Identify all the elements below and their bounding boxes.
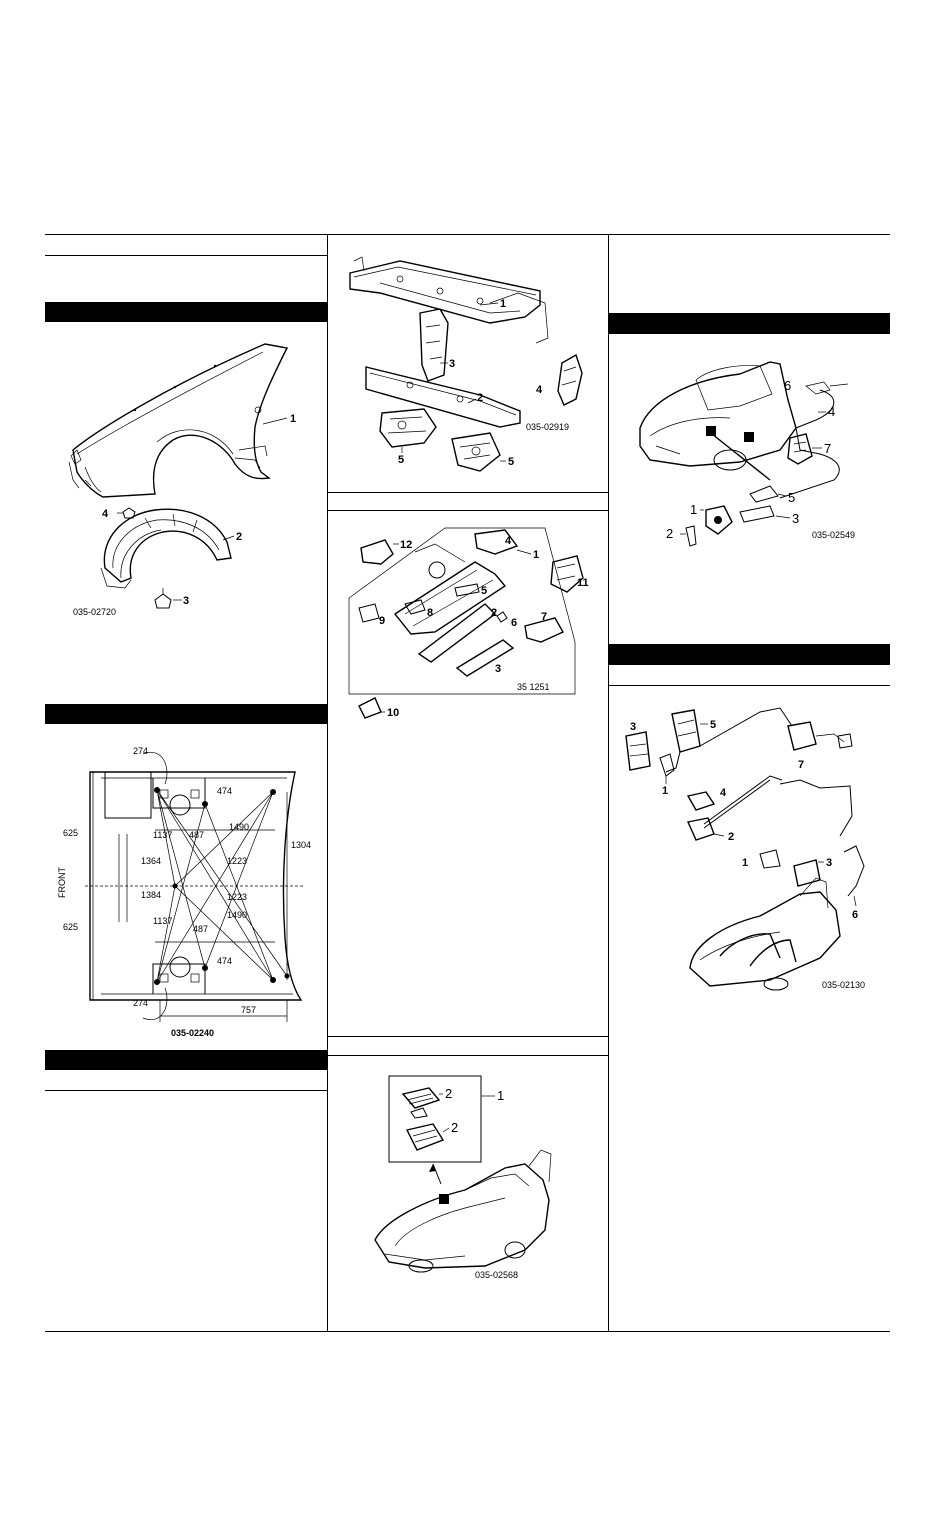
column-divider-left [327,234,328,1332]
side-callout-7: 7 [541,611,547,623]
left-section-rule-2 [45,1090,327,1091]
frame-callout-2: 2 [477,392,483,404]
dimensions-figure-code: 035-02240 [171,1028,214,1038]
dim-1304: 1304 [291,840,311,850]
side-callout-10: 10 [387,707,399,719]
lights-callout-3-left: 3 [630,721,636,733]
fender-callout-4: 4 [102,508,109,520]
dim-1490-bottom: 1490 [227,910,247,920]
dim-487-top: 487 [189,830,204,840]
release-callout-4: 4 [828,404,835,419]
frame-callout-1: 1 [500,298,506,310]
side-callout-6: 6 [511,617,517,629]
frame-figure-code: 035-02919 [526,422,569,432]
switch-callout-2-bottom: 2 [451,1120,458,1135]
dim-1384: 1384 [141,890,161,900]
side-frame-figure-code: 35 1251 [517,682,550,692]
hood-release-figure: 6 4 7 5 3 1 2 035-02549 [620,350,885,550]
side-frame-figure: 12 4 1 11 5 8 9 3 [345,522,600,722]
bottom-rule [45,1331,890,1332]
release-callout-5: 5 [788,490,795,505]
lights-callout-3-right: 3 [826,857,832,869]
middle-section-rule-3 [328,1036,608,1037]
release-callout-6: 6 [784,378,791,393]
side-callout-11: 11 [577,577,589,589]
lights-callout-5: 5 [710,719,716,731]
front-frame-figure: 1 3 2 4 5 5 [340,243,602,483]
lights-callout-1-top: 1 [662,785,668,797]
right-section-bar-hood [609,313,890,334]
fender-figure-code: 035-02720 [73,607,116,617]
side-callout-12: 12 [400,539,412,551]
lights-callout-2: 2 [728,831,734,843]
dim-1223-top: 1223 [227,856,247,866]
body-dimensions-figure: 274 474 487 1137 1364 1490 1223 1304 625… [55,738,320,1043]
switch-callout-1: 1 [497,1088,504,1103]
fender-callout-3: 3 [183,595,189,607]
hood-switch-figure: 2 2 1 035-02568 [365,1070,595,1295]
frame-callout-3: 3 [449,358,455,370]
dim-757: 757 [241,1005,256,1015]
frame-callout-5-left: 5 [398,454,404,466]
dim-274-bottom: 274 [133,998,148,1008]
dim-474-bottom: 474 [217,956,232,966]
side-callout-1: 1 [533,549,539,561]
dim-1223-bottom: 1223 [227,892,247,902]
dim-474-top: 474 [217,786,232,796]
fender-callout-2: 2 [236,531,242,543]
frame-callout-4: 4 [536,384,543,396]
right-section-rule [609,685,890,686]
switch-figure-code: 035-02568 [475,1270,518,1280]
front-label: FRONT [57,867,67,898]
lights-callout-1-right: 1 [742,857,748,869]
dim-625-top: 625 [63,828,78,838]
release-callout-7: 7 [824,441,831,456]
side-callout-9: 9 [379,615,385,627]
side-callout-4: 4 [505,535,512,547]
middle-section-rule-4 [328,1055,608,1056]
top-rule [45,234,890,235]
release-callout-3: 3 [792,511,799,526]
lights-callout-4: 4 [720,787,727,799]
side-callout-8: 8 [427,607,433,619]
column-divider-right [608,234,609,1332]
middle-section-rule-2 [328,510,608,511]
release-callout-1: 1 [690,502,697,517]
frame-callout-5-right: 5 [508,456,514,468]
lights-callout-6: 6 [852,909,858,921]
lights-figure-code: 035-02130 [822,980,865,990]
middle-section-rule-1 [328,492,608,493]
left-section-bar-lower [45,1050,327,1070]
dim-274-top: 274 [133,746,148,756]
lights-callout-7: 7 [798,759,804,771]
left-section-rule-1 [45,255,327,256]
dim-1137-top: 1137 [153,830,172,840]
left-section-bar-fender [45,302,327,322]
dim-1137-bottom: 1137 [153,916,172,926]
side-callout-5: 5 [481,585,487,597]
left-section-bar-dimensions [45,704,327,724]
fender-callout-1: 1 [290,413,296,425]
dim-1364: 1364 [141,856,161,866]
dim-1490-top: 1490 [229,822,249,832]
side-callout-3: 3 [495,663,501,675]
right-section-bar-lights [609,644,890,665]
dim-487-bottom: 487 [193,924,208,934]
release-figure-code: 035-02549 [812,530,855,540]
release-callout-2: 2 [666,526,673,541]
retractable-lights-figure: 3 5 1 7 4 2 1 [620,696,885,996]
switch-callout-2-top: 2 [445,1086,452,1101]
side-callout-2: 2 [491,607,497,619]
front-fender-figure: 1 4 2 3 035-02720 [55,332,320,632]
dim-625-bottom: 625 [63,922,78,932]
